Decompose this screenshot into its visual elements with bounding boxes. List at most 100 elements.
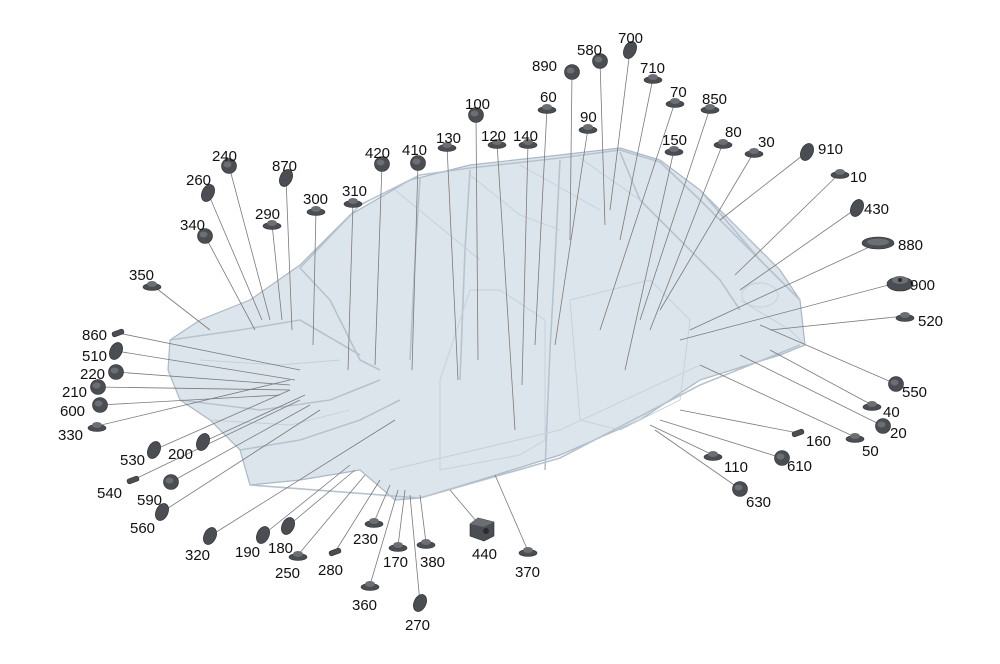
part-label-910: 910 [818, 141, 843, 158]
leader-line-40 [769, 349, 873, 406]
part-label-420: 420 [365, 145, 390, 162]
leader-line-630 [654, 429, 741, 490]
leader-line-560 [161, 409, 321, 513]
plug-240-icon [221, 158, 237, 174]
part-label-590: 590 [137, 492, 162, 509]
leader-line-90 [554, 127, 589, 346]
plug-130-icon [437, 142, 457, 152]
leader-line-140 [521, 142, 529, 386]
leader-line-340 [204, 235, 256, 331]
leader-line-370 [494, 474, 529, 552]
plug-580-icon [592, 53, 608, 69]
part-label-20: 20 [890, 425, 907, 442]
part-label-250: 250 [275, 565, 300, 582]
part-label-40: 40 [883, 404, 900, 421]
leader-line-360 [369, 489, 399, 586]
plug-280-icon [328, 547, 342, 557]
leader-line-530 [153, 389, 291, 451]
leader-line-350 [151, 284, 211, 331]
leader-line-270 [409, 494, 421, 604]
plug-440-icon [469, 517, 495, 542]
plug-270-icon [413, 594, 427, 612]
part-label-300: 300 [303, 191, 328, 208]
part-label-870: 870 [272, 158, 297, 175]
part-label-580: 580 [577, 42, 602, 59]
part-label-10: 10 [850, 169, 867, 186]
part-label-130: 130 [436, 130, 461, 147]
plug-70-icon [665, 98, 685, 108]
plug-210-icon [90, 379, 106, 395]
leader-line-430 [739, 207, 858, 291]
part-label-900: 900 [910, 277, 935, 294]
part-label-30: 30 [758, 134, 775, 151]
plug-150-icon [664, 146, 684, 156]
plug-30-icon [744, 148, 764, 158]
part-label-90: 90 [580, 109, 597, 126]
part-label-230: 230 [353, 531, 378, 548]
plug-10-icon [830, 169, 850, 179]
leader-line-70 [599, 101, 676, 331]
plug-110-icon [703, 451, 723, 461]
leader-line-280 [334, 479, 381, 553]
leader-line-580 [599, 60, 606, 226]
plug-880-icon [861, 236, 895, 250]
part-label-430: 430 [864, 201, 889, 218]
part-label-540: 540 [97, 485, 122, 502]
plug-420-icon [374, 156, 390, 172]
leader-line-290 [271, 223, 283, 321]
plug-170-icon [388, 542, 408, 552]
part-label-440: 440 [472, 546, 497, 563]
part-label-220: 220 [80, 366, 105, 383]
part-label-50: 50 [862, 443, 879, 460]
plug-600-icon [92, 397, 108, 413]
leader-line-180 [287, 469, 356, 527]
plug-700-icon [623, 41, 637, 59]
leader-line-880 [689, 242, 879, 331]
plug-360-icon [360, 581, 380, 591]
plug-230-icon [364, 518, 384, 528]
leader-line-310 [347, 201, 354, 371]
leader-line-60 [534, 107, 548, 346]
leader-line-520 [769, 315, 906, 331]
leader-line-380 [419, 494, 427, 544]
part-label-850: 850 [702, 91, 727, 108]
part-label-290: 290 [255, 206, 280, 223]
part-label-860: 860 [82, 327, 107, 344]
plug-100-icon [468, 107, 484, 123]
leader-line-80 [649, 142, 724, 331]
plug-510-icon [109, 342, 123, 360]
part-label-110: 110 [724, 459, 748, 476]
leader-line-220 [115, 371, 291, 386]
part-label-890: 890 [532, 58, 557, 75]
leader-line-860 [117, 332, 301, 371]
leader-line-50 [699, 364, 856, 438]
part-label-140: 140 [513, 128, 538, 145]
part-label-600: 600 [60, 403, 85, 420]
part-label-880: 880 [898, 237, 923, 254]
plug-410-icon [410, 155, 426, 171]
part-label-330: 330 [58, 427, 83, 444]
plug-200-icon [196, 433, 210, 451]
part-label-270: 270 [405, 617, 430, 634]
part-label-70: 70 [670, 84, 687, 101]
part-label-710: 710 [640, 60, 665, 77]
part-label-310: 310 [342, 183, 367, 200]
part-label-560: 560 [130, 520, 155, 537]
part-label-510: 510 [82, 348, 107, 365]
plug-250-icon [288, 551, 308, 561]
leader-line-510 [115, 350, 296, 381]
part-label-340: 340 [180, 217, 205, 234]
leader-line-100 [475, 114, 479, 361]
part-label-350: 350 [129, 267, 154, 284]
plug-890-icon [564, 64, 580, 80]
plug-710-icon [643, 74, 663, 84]
part-label-520: 520 [918, 313, 943, 330]
part-label-380: 380 [420, 554, 445, 571]
leader-line-110 [649, 424, 714, 456]
plug-860-icon [111, 328, 125, 338]
leader-line-420 [374, 163, 383, 366]
leader-line-540 [132, 399, 301, 481]
plug-610-icon [774, 450, 790, 466]
part-label-120: 120 [481, 128, 506, 145]
